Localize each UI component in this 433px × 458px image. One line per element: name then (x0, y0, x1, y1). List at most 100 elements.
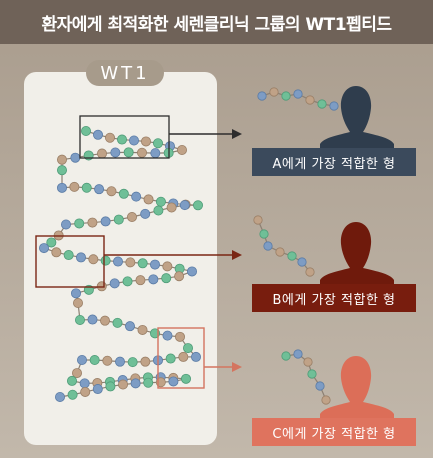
amino-acid-bead (67, 389, 78, 400)
amino-acid-bead (143, 194, 154, 205)
person-silhouette-icon (320, 356, 394, 418)
amino-acid-bead (71, 288, 82, 299)
amino-acid-bead (100, 315, 111, 326)
selection-boxes (35, 115, 205, 389)
amino-acid-bead (153, 205, 164, 216)
amino-acid-bead (130, 378, 141, 389)
amino-acid-bead (192, 200, 203, 211)
amino-acid-bead (97, 148, 108, 159)
amino-acid-bead (179, 200, 190, 211)
amino-acid-bead (122, 276, 133, 287)
amino-acid-bead (165, 353, 176, 364)
amino-acid-bead (137, 324, 148, 335)
amino-acid-bead (51, 247, 62, 258)
amino-acid-bead (113, 214, 124, 225)
amino-acid-bead (149, 328, 160, 339)
arrow-c-head (232, 362, 242, 372)
amino-acid-bead (253, 215, 263, 225)
person-silhouette-icon (320, 222, 394, 284)
amino-acid-bead (39, 243, 50, 254)
peptide-chain (39, 126, 203, 402)
amino-acid-bead (135, 275, 146, 286)
amino-acid-bead (67, 375, 78, 386)
selection-box-b (35, 235, 105, 288)
amino-acid-bead (149, 259, 160, 270)
amino-acid-bead (257, 91, 267, 101)
amino-acid-bead (118, 188, 129, 199)
amino-acid-bead (115, 356, 126, 367)
amino-acid-bead (317, 99, 327, 109)
amino-acid-bead (57, 154, 68, 165)
amino-acid-bead (127, 212, 138, 223)
amino-acid-bead (162, 261, 173, 272)
amino-acid-bead (69, 181, 80, 192)
amino-acid-bead (73, 298, 84, 309)
amino-acid-bead (186, 266, 197, 277)
amino-acid-bead (269, 87, 279, 97)
caption-patient-a: A에게 가장 적합한 형 (252, 148, 416, 176)
amino-acid-bead (61, 219, 72, 230)
title-bar (0, 0, 433, 44)
peptide-fragments (253, 87, 339, 405)
amino-acid-bead (117, 134, 128, 145)
amino-acid-bead (168, 376, 179, 387)
amino-acid-bead (162, 330, 173, 341)
person-silhouette-icon (320, 86, 394, 148)
amino-acid-bead (125, 257, 136, 268)
amino-acid-bead (57, 182, 68, 193)
amino-acid-bead (72, 368, 83, 379)
amino-acid-bead (259, 229, 269, 239)
amino-acid-bead (275, 247, 285, 257)
amino-acid-bead (110, 147, 121, 158)
amino-acid-bead (174, 271, 185, 282)
arrow-a-head (232, 129, 242, 139)
amino-acid-bead (87, 217, 98, 228)
amino-acid-bead (178, 351, 189, 362)
amino-acid-bead (281, 351, 291, 361)
amino-acid-bead (315, 381, 325, 391)
amino-acid-bead (127, 357, 138, 368)
amino-acid-bead (63, 250, 74, 261)
amino-acid-bead (293, 349, 303, 359)
amino-acid-bead (81, 182, 92, 193)
amino-acid-bead (140, 136, 151, 147)
amino-acid-bead (88, 254, 99, 265)
amino-acid-bead (83, 150, 94, 161)
amino-acid-bead (96, 281, 107, 292)
amino-acid-bead (143, 377, 154, 388)
amino-acid-bead (81, 126, 92, 137)
patient-c-figure (320, 356, 394, 418)
amino-acid-bead (109, 278, 120, 289)
amino-acid-bead (118, 379, 129, 390)
amino-acid-bead (55, 391, 66, 402)
amino-acid-bead (307, 369, 317, 379)
amino-acid-bead (166, 202, 177, 213)
amino-acid-bead (148, 274, 159, 285)
amino-acid-bead (79, 378, 90, 389)
amino-acid-bead (303, 357, 313, 367)
amino-acid-bead (46, 237, 57, 248)
amino-acid-bead (105, 132, 116, 143)
amino-acid-bead (150, 148, 161, 159)
patient-a-figure (320, 86, 394, 148)
amino-acid-bead (76, 252, 87, 263)
page-title: 환자에게 최적화한 세렌클리닉 그룹의 WT1펩티드 (41, 14, 392, 35)
amino-acid-bead (263, 241, 273, 251)
amino-acid-bead (123, 147, 134, 158)
amino-acid-bead (87, 314, 98, 325)
amino-acid-bead (182, 343, 193, 354)
caption-patient-c: C에게 가장 적합한 형 (252, 418, 416, 446)
amino-acid-bead (174, 331, 185, 342)
amino-acid-bead (293, 89, 303, 99)
amino-acid-bead (140, 356, 151, 367)
arrow-b-head (232, 250, 242, 260)
amino-acid-bead (281, 91, 291, 101)
amino-acid-bead (102, 355, 113, 366)
amino-acid-bead (161, 273, 172, 284)
amino-acid-bead (57, 165, 68, 176)
amino-acid-bead (180, 373, 191, 384)
amino-acid-bead (70, 152, 81, 163)
amino-acid-bead (152, 138, 163, 149)
amino-acid-bead (287, 251, 297, 261)
